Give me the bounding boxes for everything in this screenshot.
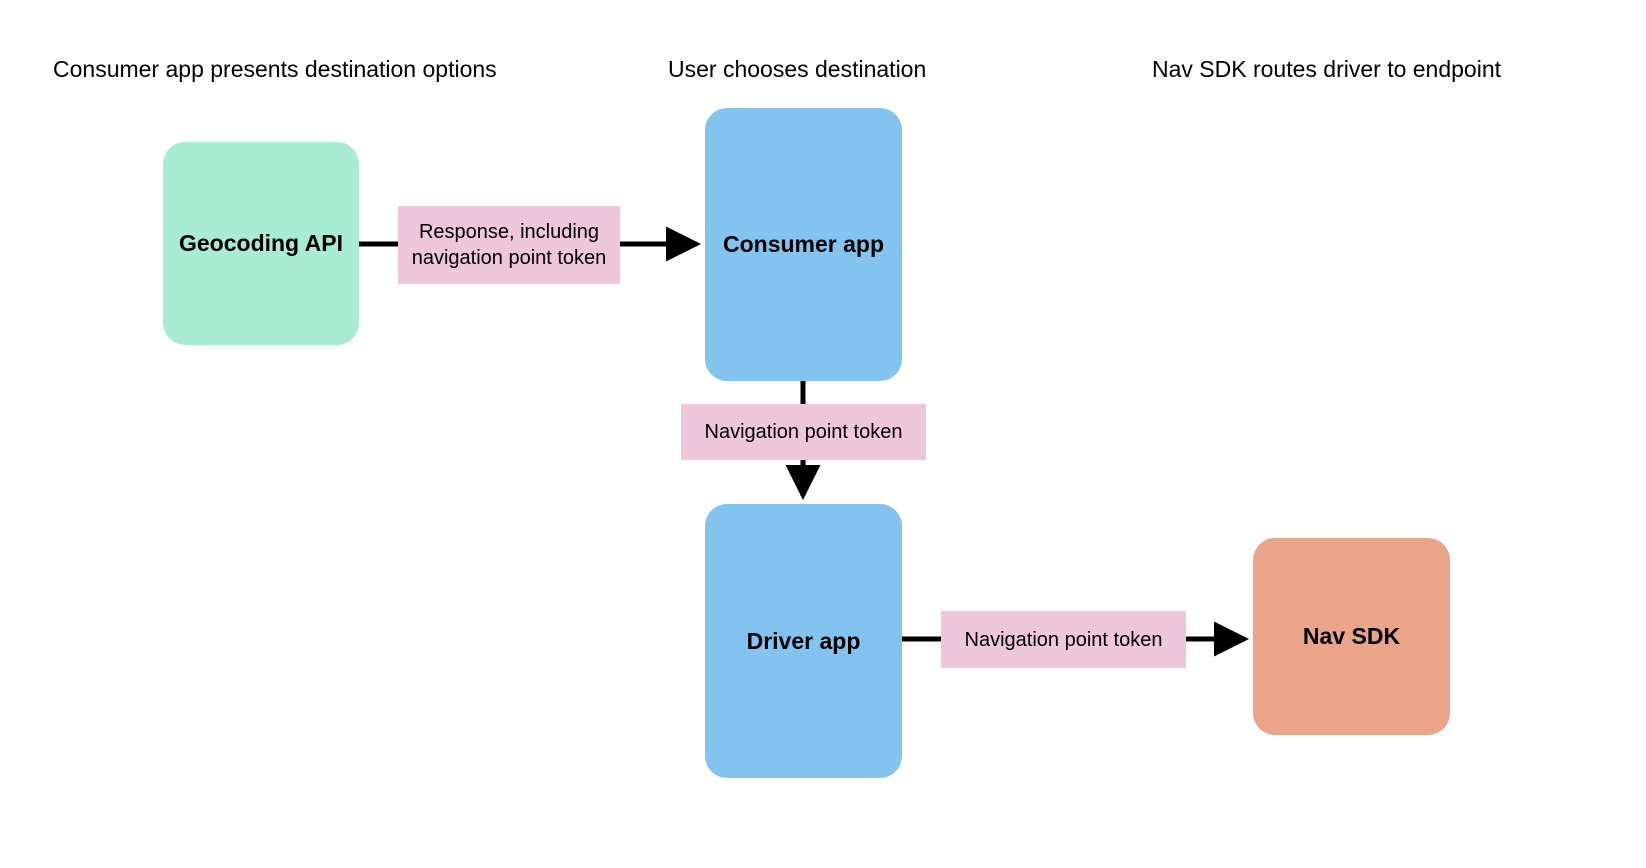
edge-label-nav-token-2-text: Navigation point token <box>964 628 1163 651</box>
column-header-user-chooses: User chooses destination <box>668 56 927 82</box>
edge-label-response-text: Response, including navigation point tok… <box>411 221 607 269</box>
node-consumer-app-label: Consumer app <box>722 231 885 257</box>
edge-label-nav-token-1-text: Navigation point token <box>704 421 903 443</box>
node-geocoding-api[interactable]: Geocoding API <box>163 142 359 345</box>
node-nav-sdk-label: Nav SDK <box>1302 623 1401 649</box>
node-consumer-app[interactable]: Consumer app <box>705 108 902 381</box>
node-nav-sdk[interactable]: Nav SDK <box>1253 538 1450 735</box>
node-driver-app[interactable]: Driver app <box>705 504 902 778</box>
edge-label-response-including-navigation-point-token: Response, including navigation point tok… <box>398 206 620 284</box>
column-header-consumer-app: Consumer app presents destination option… <box>53 56 497 82</box>
edge-label-navigation-point-token-driver-to-navsdk: Navigation point token <box>941 611 1186 668</box>
node-driver-app-label: Driver app <box>746 627 861 654</box>
edge-label-navigation-point-token-consumer-to-driver: Navigation point token <box>681 404 926 460</box>
column-header-nav-sdk: Nav SDK routes driver to endpoint <box>1152 56 1502 82</box>
node-geocoding-api-label: Geocoding API <box>179 230 343 256</box>
